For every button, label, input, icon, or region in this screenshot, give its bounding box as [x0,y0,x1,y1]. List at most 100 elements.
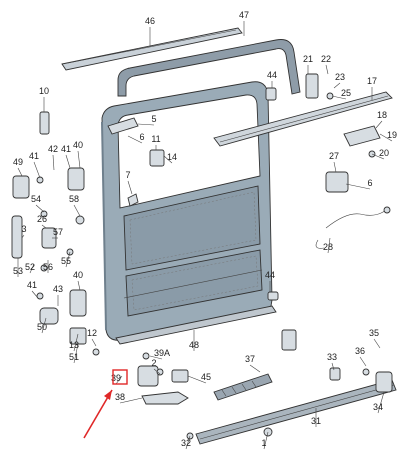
part-number-label: 39A [154,348,170,358]
part-number-label: 10 [39,86,49,96]
cable-part [315,206,391,249]
part-number-label: 53 [13,266,23,276]
part-number-label: 19 [387,130,397,140]
part-number-label: 51 [69,352,79,362]
part-number-label: 7 [125,170,130,180]
sill-rail-part [115,305,277,345]
part-number-label: 43 [53,284,63,294]
leader-line [333,82,341,89]
hardware-parts [11,73,393,440]
leader-line [119,397,143,404]
part-number-label: 14 [167,152,177,162]
part-number-label: 41 [61,144,71,154]
part-number-label: 41 [27,280,37,290]
leader-line [115,375,123,385]
part-number-label: 40 [73,140,83,150]
part-number-label: 58 [69,194,79,204]
leader-line [379,133,393,142]
leader-line [371,153,385,160]
part-number-label: 56 [43,262,53,272]
part-number-label: 25 [341,88,351,98]
leader-line [77,150,81,169]
leader-line [185,435,191,450]
leader-line [21,234,25,239]
window-frame-seal-part [117,39,301,97]
part-number-label: 26 [37,214,47,224]
leader-line [249,364,261,373]
part-number-label: 41 [29,151,39,161]
part-number-label: 39 [111,373,121,383]
leader-line [375,120,383,129]
leader-line [331,95,347,100]
part-number-label: 37 [245,354,255,364]
part-number-label: 36 [355,346,365,356]
lower-guide-rail-part [195,379,397,445]
part-number-label: 44 [265,270,275,280]
side-guide-rail-part [213,91,393,147]
leader-line [29,263,35,274]
leader-line [331,362,335,371]
part-number-label: 54 [31,194,41,204]
leader-line [41,224,47,229]
leader-line [327,237,331,254]
leader-line [73,204,81,217]
part-number-label: 55 [61,256,71,266]
part-number-label: 44 [267,70,277,80]
leader-line [377,391,385,414]
upper-rail-part [61,27,243,71]
leader-line [163,155,173,164]
part-number-label: 50 [37,322,47,332]
part-number-label: 35 [369,328,379,338]
leader-line [359,356,367,367]
leader-line [187,375,207,384]
leader-line [65,154,71,169]
part-number-label: 1 [261,438,266,448]
leader-line [345,183,371,190]
leader-line [333,161,337,173]
leader-line [17,167,23,177]
part-number-label: 12 [87,328,97,338]
part-number-label: 38 [115,392,125,402]
leader-line [33,161,41,179]
part-number-label: 2 [151,358,156,368]
leader-line [153,368,161,375]
part-number-label: 46 [145,16,155,26]
part-number-label: 40 [73,270,83,280]
part-number-label: 42 [48,144,58,154]
part-number-label: 17 [367,76,377,86]
leader-line [41,317,47,334]
leader-line [73,343,79,364]
door-panel-part [101,81,273,341]
part-number-label: 33 [327,352,337,362]
part-number-label: 27 [329,151,339,161]
leader-line [137,123,155,126]
part-number-label: 49 [13,157,23,167]
part-number-label: 32 [181,438,191,448]
red-pointer-arrow-icon [83,389,113,439]
part-number-label: 20 [379,148,389,158]
highlight-box [112,369,128,385]
leader-line [149,355,163,360]
leader-line [65,251,71,268]
part-number-label: 22 [321,54,331,64]
leader-line [127,135,143,144]
leader-line [52,154,55,171]
part-number-label: 31 [311,416,321,426]
part-number-label: 13 [69,340,79,350]
part-number-label: 28 [323,242,333,252]
part-number-label: 34 [373,402,383,412]
seal-strip-part [213,373,273,401]
part-number-label: 45 [201,372,211,382]
leader-line [325,64,329,75]
leader-line [373,338,381,349]
part-number-label: 3 [21,224,26,234]
part-number-label: 21 [303,54,313,64]
part-number-label: 48 [189,340,199,350]
part-number-label: 11 [151,134,160,144]
leader-line [77,280,81,291]
leader-line [31,290,39,299]
part-number-label: 6 [367,178,372,188]
